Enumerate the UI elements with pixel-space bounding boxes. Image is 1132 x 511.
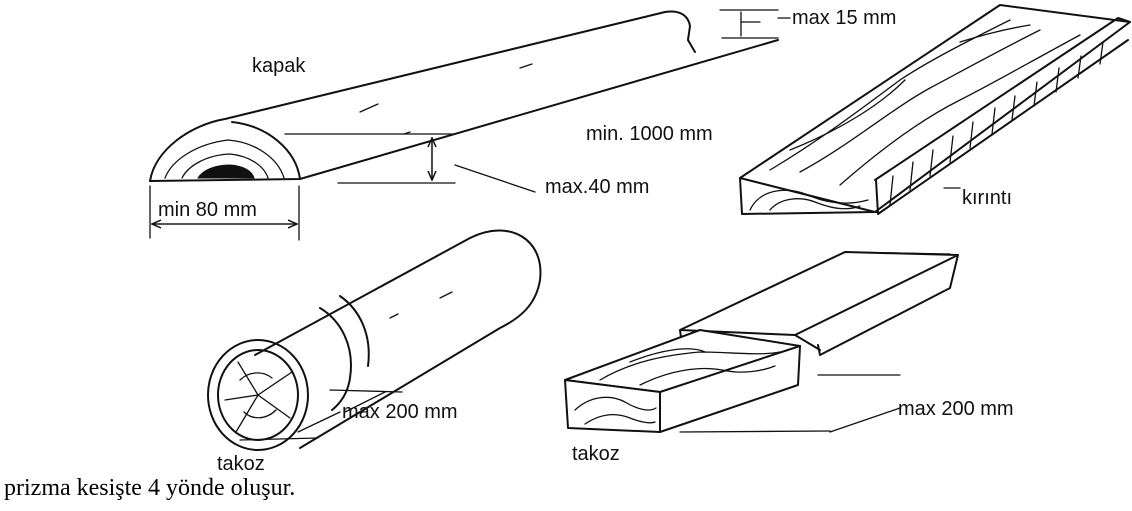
label-kirinti: kırıntı — [962, 187, 1012, 209]
label-takoz-right: takoz — [572, 443, 620, 465]
kirinti-edging-drawing — [739, 4, 1131, 215]
label-min-1000-mm: min. 1000 mm — [586, 123, 713, 145]
label-takoz-left: takoz — [217, 453, 265, 475]
label-max-200-mm-right: max 200 mm — [898, 398, 1014, 420]
label-kapak: kapak — [252, 55, 306, 77]
kapak-slab-drawing — [149, 9, 791, 241]
label-max-200-mm-left: max 200 mm — [342, 401, 458, 423]
label-max-15-mm: max 15 mm — [792, 7, 896, 29]
label-max-40-mm: max.40 mm — [545, 176, 649, 198]
figure-caption: prizma kesişte 4 yönde oluşur. — [4, 475, 296, 501]
takoz-round-drawing — [207, 229, 542, 451]
takoz-block-drawing — [564, 251, 959, 433]
label-min-80-mm: min 80 mm — [158, 199, 257, 221]
